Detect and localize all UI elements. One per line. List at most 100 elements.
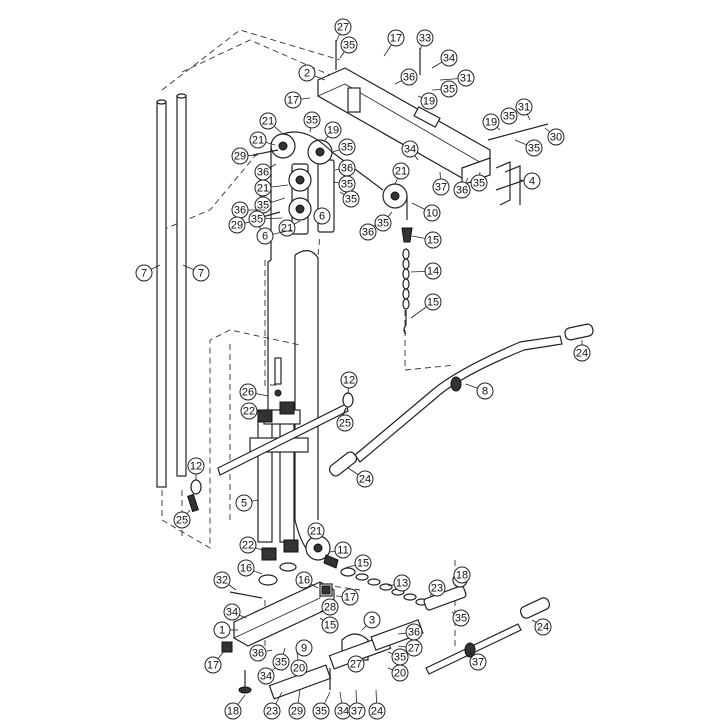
callout-number: 15 xyxy=(427,297,439,309)
callout-number: 35 xyxy=(306,115,318,127)
chain-upper xyxy=(401,227,413,335)
part-callout: 23 xyxy=(428,579,446,597)
part-callout: 20 xyxy=(290,651,308,677)
callout-circle xyxy=(284,91,302,109)
callout-number: 29 xyxy=(291,706,303,718)
part-callout: 15 xyxy=(319,616,339,634)
callout-circle xyxy=(374,214,392,232)
part-callout: 27 xyxy=(347,655,365,673)
callout-number: 21 xyxy=(310,526,322,538)
part-callout: 35 xyxy=(470,171,488,192)
part-callout: 36 xyxy=(334,159,356,177)
part-callout: 25 xyxy=(173,509,191,529)
callout-number: 20 xyxy=(394,668,406,680)
callout-circle xyxy=(239,536,257,554)
straight-bar xyxy=(425,597,551,675)
callout-number: 23 xyxy=(431,583,443,595)
callout-number: 35 xyxy=(455,613,467,625)
part-callout: 5 xyxy=(235,494,259,512)
callout-number: 9 xyxy=(301,643,307,655)
callout-number: 34 xyxy=(226,607,238,619)
callout-circle xyxy=(254,179,272,197)
part-callout: 28 xyxy=(319,598,339,616)
part-callout: 34 xyxy=(431,49,458,69)
part-callout: 32 xyxy=(213,571,237,591)
callout-number: 24 xyxy=(537,622,549,634)
callout-circle xyxy=(224,702,242,720)
callout-circle xyxy=(237,559,255,577)
callout-number: 8 xyxy=(482,386,488,398)
callout-number: 20 xyxy=(293,663,305,675)
callout-number: 12 xyxy=(190,461,202,473)
callout-circle xyxy=(401,140,419,158)
part-callout: 16 xyxy=(295,571,319,589)
callout-number: 18 xyxy=(456,570,468,582)
part-callout: 7 xyxy=(182,264,210,282)
callout-number: 25 xyxy=(339,418,351,430)
part-callout: 17 xyxy=(284,91,311,109)
part-callout: 18 xyxy=(453,566,471,584)
part-callout: 35 xyxy=(514,139,543,157)
part-callout: 20 xyxy=(387,664,409,682)
callout-circle xyxy=(363,611,381,629)
part-callout: 24 xyxy=(531,618,552,636)
bolts xyxy=(229,40,549,690)
callout-circle xyxy=(256,227,274,245)
part-callout: 25 xyxy=(336,414,354,432)
callout-circle xyxy=(340,371,358,389)
part-callout: 35 xyxy=(248,210,283,228)
callout-number: 36 xyxy=(408,627,420,639)
callout-number: 37 xyxy=(435,182,447,194)
callout-number: 17 xyxy=(390,33,402,45)
part-callout: 19 xyxy=(482,113,501,131)
callout-number: 33 xyxy=(419,33,431,45)
part-callout: 26 xyxy=(239,383,269,401)
callout-number: 36 xyxy=(252,648,264,660)
lat-bar xyxy=(328,323,594,477)
callout-circle xyxy=(347,655,365,673)
callout-circle xyxy=(405,639,423,657)
part-callout: 36 xyxy=(254,163,277,181)
part-callout: 12 xyxy=(340,371,358,395)
part-callout: 36 xyxy=(397,623,423,641)
callout-circle xyxy=(340,36,358,54)
callout-circle xyxy=(213,571,231,589)
callout-circle xyxy=(348,702,366,720)
part-callout: 21 xyxy=(307,522,325,540)
part-callout: 14 xyxy=(410,262,442,280)
part-callout: 35 xyxy=(339,36,358,59)
callout-number: 28 xyxy=(324,602,336,614)
part-callout: 7 xyxy=(135,264,161,282)
callout-circle xyxy=(334,541,352,559)
callout-number: 37 xyxy=(351,706,363,718)
part-callout: 9 xyxy=(295,639,313,657)
callout-circle xyxy=(523,172,541,190)
callout-number: 24 xyxy=(576,348,588,360)
part-callout: 24 xyxy=(368,689,386,720)
callout-circle xyxy=(453,566,471,584)
part-callout: 3 xyxy=(361,611,381,631)
callout-circle xyxy=(515,98,533,116)
callout-number: 37 xyxy=(472,657,484,669)
callout-number: 35 xyxy=(394,652,406,664)
part-callout: 10 xyxy=(411,202,441,222)
callout-number: 1 xyxy=(219,625,225,637)
part-callout: 2 xyxy=(298,64,326,82)
part-callout: 12 xyxy=(187,457,205,480)
callout-number: 36 xyxy=(234,205,246,217)
callout-circle xyxy=(359,223,377,241)
part-callout: 15 xyxy=(344,554,372,572)
callout-number: 22 xyxy=(243,406,255,418)
callout-number: 29 xyxy=(234,151,246,163)
part-callout: 29 xyxy=(228,216,259,234)
part-callout: 29 xyxy=(288,689,306,720)
part-callout: 8 xyxy=(465,382,494,400)
part-callout: 35 xyxy=(332,138,356,156)
callout-number: 35 xyxy=(341,142,353,154)
callout-number: 6 xyxy=(262,231,268,243)
part-callout: 37 xyxy=(432,171,450,196)
part-callout: 21 xyxy=(249,131,276,149)
part-callout: 22 xyxy=(240,402,264,420)
part-callout: 33 xyxy=(416,29,434,51)
callout-circle xyxy=(204,656,222,674)
